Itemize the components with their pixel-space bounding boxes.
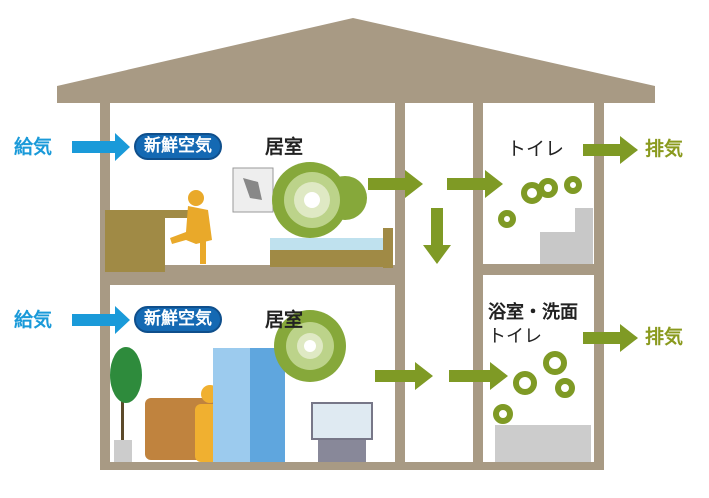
room-label-lower: 居室: [265, 309, 304, 331]
desk: [105, 216, 165, 272]
supply-label-lower: 給気: [14, 309, 53, 331]
bed: [270, 228, 393, 268]
supply-label-upper: 給気: [14, 136, 53, 158]
person-at-desk-icon: [170, 190, 212, 264]
corridor: [405, 103, 473, 462]
flow-arrow-lower-1: [375, 362, 433, 390]
exhaust-label-lower: 排気: [645, 326, 684, 348]
bathtub: [495, 425, 591, 462]
supply-arrow-upper: [72, 133, 130, 161]
television-icon: [311, 402, 373, 462]
wet-area-label-line1: 浴室・洗面: [488, 302, 578, 323]
exhaust-arrow-upper: [583, 136, 638, 164]
odor-puffs-bath: [493, 351, 575, 424]
toilet-fixture: [540, 208, 593, 264]
fresh-air-badge-upper: 新鮮空気: [134, 133, 222, 160]
plant-icon: [110, 347, 142, 462]
wet-area-label-line2: トイレ: [488, 326, 542, 347]
room-label-upper: 居室: [265, 136, 304, 158]
flow-arrow-down: [423, 208, 451, 264]
flow-arrow-upper-2: [447, 170, 503, 198]
odor-cloud-lower-room: [274, 310, 346, 382]
flow-arrow-upper-1: [368, 170, 423, 198]
flow-arrow-lower-2: [449, 362, 508, 390]
exhaust-arrow-lower: [583, 324, 638, 352]
roof: [57, 18, 655, 103]
supply-arrow-lower: [72, 306, 130, 334]
odor-cloud-upper-room: [272, 162, 367, 238]
fresh-air-badge-lower: 新鮮空気: [134, 306, 222, 333]
exhaust-label-upper: 排気: [645, 138, 684, 160]
toilet-label: トイレ: [507, 138, 565, 160]
odor-puffs-toilet: [498, 176, 582, 228]
